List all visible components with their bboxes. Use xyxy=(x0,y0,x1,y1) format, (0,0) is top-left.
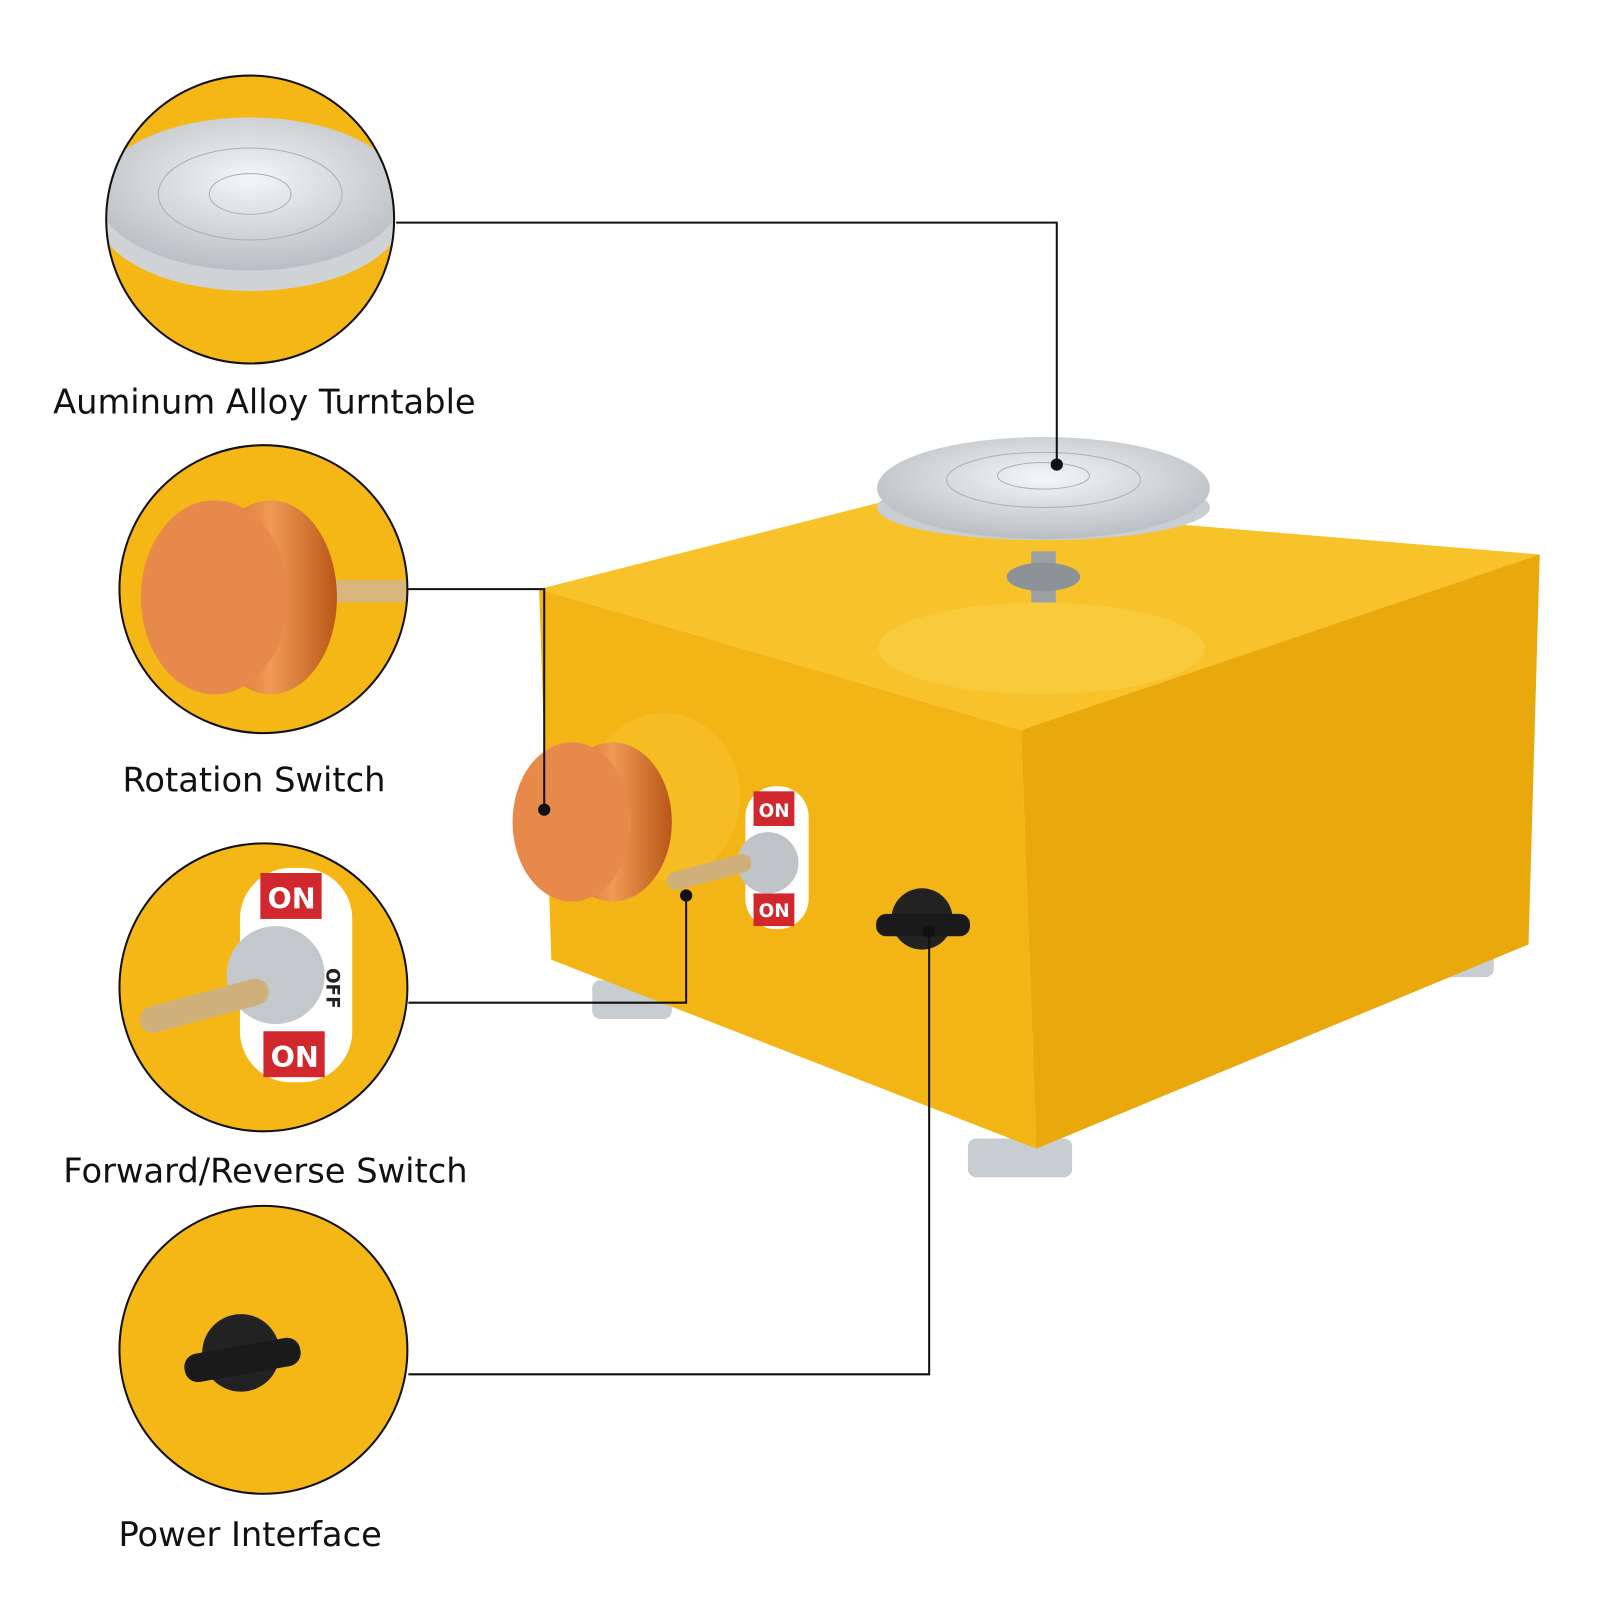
callout-turntable: Auminum Alloy Turntable xyxy=(53,74,476,422)
power-port xyxy=(876,888,970,950)
callout-switch-on-top: ON xyxy=(268,882,316,916)
leader-line-rotation-switch xyxy=(408,588,546,810)
callout-forward-reverse-switch: ON OFF ON Forward/Reverse Switch xyxy=(63,842,468,1190)
toggle-switch: ON ON xyxy=(666,786,809,930)
leader-line-power xyxy=(408,931,931,1376)
callout-rotation-switch: Rotation Switch xyxy=(118,444,409,799)
rotation-knob xyxy=(512,712,741,902)
callout-switch-on-bottom: ON xyxy=(271,1040,319,1074)
leader-line-forward-reverse xyxy=(408,895,688,1004)
callout-switch-off: OFF xyxy=(322,968,343,1009)
switch-on-bottom-text: ON xyxy=(759,901,790,922)
switch-on-top-text: ON xyxy=(759,801,790,822)
leader-line-turntable xyxy=(396,221,1058,465)
spindle xyxy=(1006,562,1081,592)
label-power-interface: Power Interface xyxy=(118,1515,381,1554)
callout-power-interface: Power Interface xyxy=(118,1204,409,1554)
pottery-wheel-product: ON ON xyxy=(512,437,1540,1178)
label-forward-reverse-switch: Forward/Reverse Switch xyxy=(63,1151,467,1190)
label-rotation-switch: Rotation Switch xyxy=(123,760,386,799)
label-turntable: Auminum Alloy Turntable xyxy=(53,383,476,422)
box-right-face xyxy=(1021,554,1540,1149)
turntable xyxy=(877,437,1210,540)
